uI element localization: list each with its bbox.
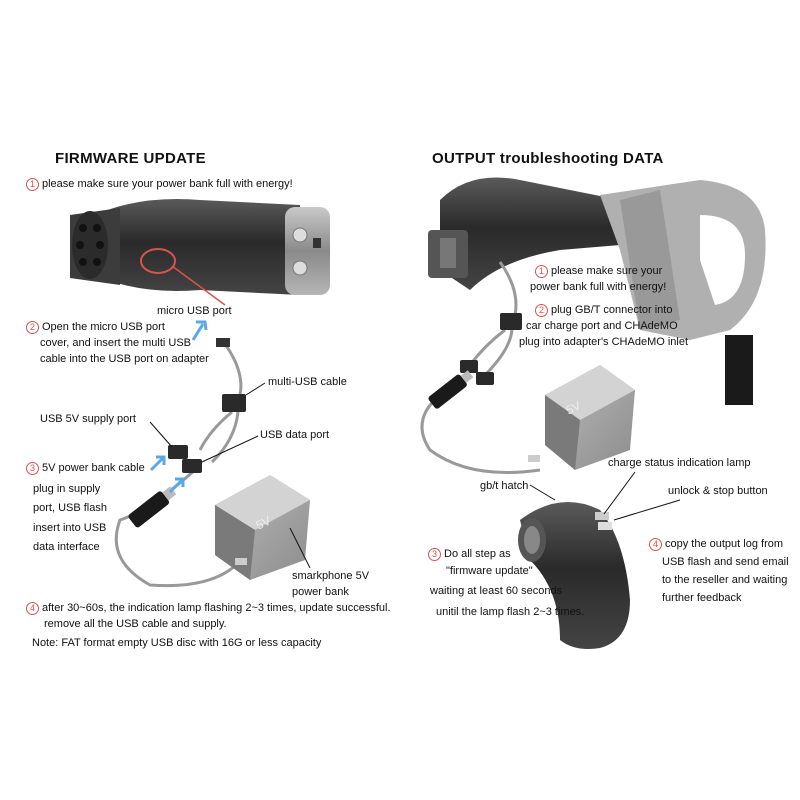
power-bank-right-image	[528, 365, 635, 470]
right-plug-1	[460, 360, 478, 373]
smartphone-bank-line-2: power bank	[292, 586, 349, 598]
hatch-pointer	[529, 484, 556, 501]
output-step-2-line-2: car charge port and CHAdeMO	[526, 320, 678, 332]
charge-status-lamp-label: charge status indication lamp	[608, 457, 751, 469]
step-3-line-3: port, USB flash	[33, 502, 107, 514]
step-4-line-2: remove all the USB cable and supply.	[44, 618, 227, 630]
power-bank-pointer	[289, 527, 311, 569]
format-note: Note: FAT format empty USB disc with 16G…	[32, 637, 322, 649]
chademo-adapter-image	[70, 199, 330, 295]
step-badge: 4	[649, 538, 662, 551]
firmware-title: FIRMWARE UPDATE	[55, 150, 206, 167]
output-step-4-line-3: to the reseller and waiting	[662, 574, 788, 586]
step-badge: 2	[26, 321, 39, 334]
micro-usb-plug	[216, 338, 230, 347]
gbt-hatch-label: gb/t hatch	[480, 480, 529, 492]
right-cables	[420, 261, 541, 474]
output-step-3-line-2: "firmware update"	[446, 565, 533, 577]
cable-splitter	[222, 394, 246, 412]
micro-usb-pointer	[171, 265, 226, 306]
step-badge: 1	[26, 178, 39, 191]
step-badge: 3	[26, 462, 39, 475]
usb-plug-data	[182, 459, 202, 473]
multi-usb-pointer	[245, 382, 266, 396]
multi-usb-cable-label: multi-USB cable	[268, 376, 347, 388]
right-splitter	[500, 313, 522, 330]
supply-port-pointer	[149, 421, 173, 448]
power-bank-left-image	[215, 475, 310, 580]
unlock-stop-label: unlock & stop button	[668, 485, 768, 497]
data-port-pointer	[201, 435, 259, 463]
step-badge: 2	[535, 304, 548, 317]
output-step-2-line-3: plug into adapter's CHAdeMO inlet	[519, 336, 689, 348]
micro-usb-port-label: micro USB port	[157, 305, 232, 317]
step-text: please make sure your power bank full wi…	[42, 178, 293, 190]
gbt-connector-closeup-image	[518, 502, 630, 649]
output-step-3-line-4: unitil the lamp flash 2~3 times.	[436, 606, 585, 618]
usb-plug-supply	[168, 445, 188, 459]
gbt-charging-gun-image	[428, 177, 766, 405]
step-badge: 4	[26, 602, 39, 615]
right-plug-2	[476, 372, 494, 385]
output-step-1-line-2: power bank full with energy!	[530, 281, 667, 293]
step-2-line-2: cover, and insert the multi USB	[40, 337, 192, 349]
step-3-line-2: plug in supply	[33, 483, 101, 495]
unlock-pointer	[613, 499, 681, 521]
step-badge: 3	[428, 548, 441, 561]
step-2-line-3: cable into the USB port on adapter	[40, 353, 209, 365]
step-3-line-4: insert into USB	[33, 522, 107, 534]
right-usb-flash	[428, 370, 474, 409]
output-title: OUTPUT troubleshooting DATA	[432, 150, 664, 167]
step-3-line-5: data interface	[33, 541, 100, 553]
usb-5v-supply-port-label: USB 5V supply port	[40, 413, 136, 425]
usb-data-port-label: USB data port	[260, 429, 330, 441]
step-badge: 1	[535, 265, 548, 278]
output-step-4-line-4: further feedback	[662, 592, 742, 604]
smartphone-bank-line-1: smarkphone 5V	[292, 570, 370, 582]
output-step-3-line-3: waiting at least 60 seconds	[430, 585, 563, 597]
lamp-pointer	[603, 471, 636, 515]
blue-arrows	[149, 320, 208, 494]
output-step-4-line-2: USB flash and send email	[662, 556, 789, 568]
